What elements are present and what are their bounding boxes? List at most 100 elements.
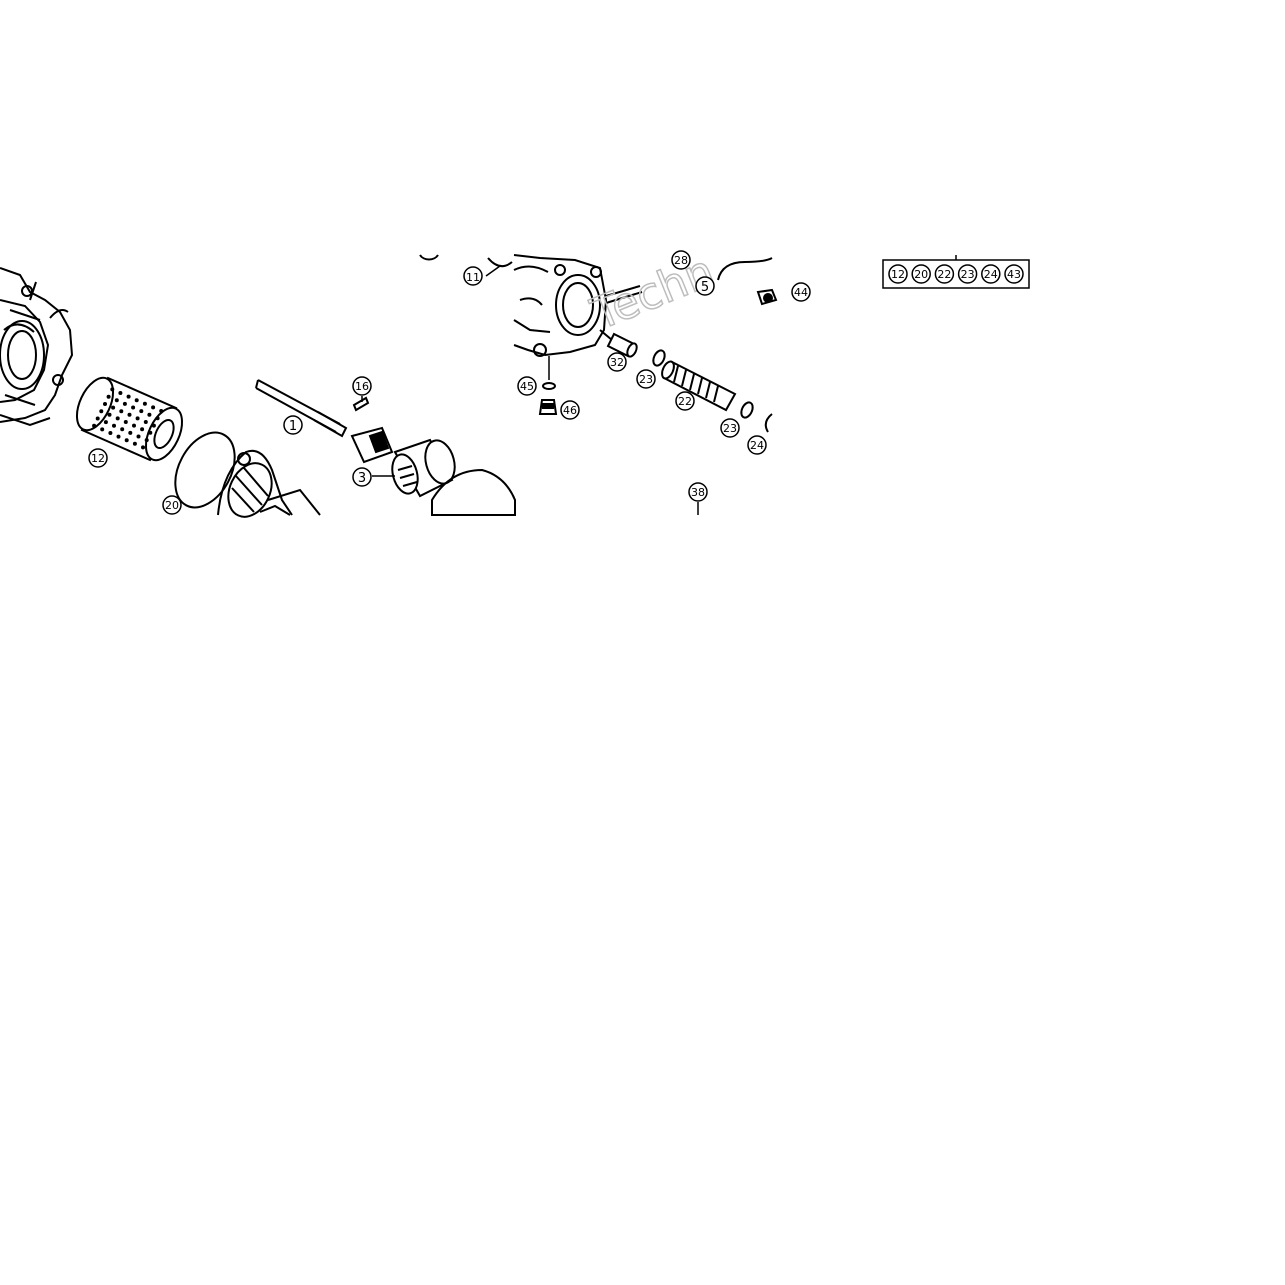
perforation-dot [132,423,136,428]
perforation-dot [140,427,145,432]
callout-44: 44 [791,282,811,302]
perforation-dot [159,409,164,413]
filter-perforations [92,387,164,450]
fitting [756,288,778,306]
drain-plug [538,399,558,415]
perforation-dot [126,394,131,399]
perforation-dot [112,423,116,428]
callout-label: 12 [91,452,105,465]
callout-label: 5 [701,280,709,295]
perforation-dot [120,427,125,432]
callout-24: 24 [747,435,767,455]
perforation-dot [124,438,129,443]
callout-11: 11 [463,266,483,286]
cylinder-block [513,254,613,357]
leader-line [485,265,501,277]
perforation-dot [114,398,119,403]
callout-label: 3 [358,471,366,486]
callout-38: 38 [688,482,708,502]
perforation-dot [115,416,120,421]
perforation-dot [155,416,160,421]
perforation-dot [135,416,140,421]
cropped-callout-top [419,254,439,261]
pipe [605,285,643,304]
callout-label: 22 [678,395,692,408]
perforation-dot [99,409,104,414]
perforation-dot [123,420,128,424]
callout-label: 23 [639,373,653,386]
perforation-dot [144,438,149,443]
perforation-dot [100,427,105,432]
housing-lower-fragment [431,468,516,516]
callout-label: 1 [289,419,297,434]
rotor-drum [391,438,456,498]
perforation-dot [136,434,141,439]
perforation-dot [106,394,111,399]
kit-callout: 12 [888,264,908,284]
perforation-dot [143,420,148,424]
callout-label: 45 [520,380,534,393]
perforation-dot [110,387,115,392]
perforation-dot [103,402,107,406]
callout-label: 46 [563,404,577,417]
callout-label: 32 [610,356,624,369]
perforation-dot [141,445,145,450]
o-ring-small [652,349,666,367]
callout-46: 46 [560,400,580,420]
perforation-dot [151,405,156,410]
perforation-dot [142,401,147,406]
kit-callout: 23 [957,264,978,284]
perforation-dot [108,431,113,435]
o-ring-small [740,401,754,419]
perforation-dot [134,398,139,403]
callout-label: 23 [723,422,737,435]
callout-label: 16 [355,380,369,393]
perforation-dot [131,405,136,410]
callout-22: 22 [675,391,695,411]
callout-label: 11 [466,271,480,284]
callout-12: 12 [88,448,108,468]
sleeve [350,426,394,464]
callout-32: 32 [607,352,627,372]
callout-23: 23 [720,418,740,438]
strainer [661,360,737,412]
callout-label: 24 [750,439,764,452]
perforation-dot [103,420,108,425]
kit-callout-label: 24 [984,268,998,281]
callout-5: 5 [695,276,715,296]
callout-20: 20 [162,495,182,515]
kit-callout-label: 23 [961,268,975,281]
callout-3: 3 [352,467,372,487]
o-ring-cropped [764,413,773,433]
kit-callout-label: 12 [891,268,905,281]
callout-23: 23 [636,369,656,389]
callout-1: 1 [283,415,303,435]
callout-28: 28 [671,250,691,270]
perforation-dot [132,441,137,446]
kit-callout: 24 [981,264,1001,284]
callout-label: 20 [165,499,179,512]
perforation-dot [107,412,112,417]
callout-label: 38 [691,486,705,499]
callout-16: 16 [352,376,372,396]
perforation-dot [128,430,133,435]
perforation-dot [118,391,123,395]
washer [542,382,556,390]
perforation-dot [119,409,124,414]
kit-callout-label: 22 [937,268,951,281]
perforation-dot [127,412,132,417]
kit-callout: 20 [911,264,931,284]
shaft [255,379,348,438]
part-11-fragment [487,257,513,268]
perforation-dot [122,401,127,406]
callouts: 1 3 5 11 12 16 20 22 [88,250,811,515]
callout-label: 28 [674,254,688,267]
engine-housing-left [0,267,74,427]
kit-callout: 43 [1004,264,1024,284]
kit-callout-label: 43 [1007,268,1021,281]
perforation-dot [139,409,144,414]
perforation-dot [151,423,156,428]
perforation-dot [148,430,153,435]
o-ring-large [174,431,236,509]
